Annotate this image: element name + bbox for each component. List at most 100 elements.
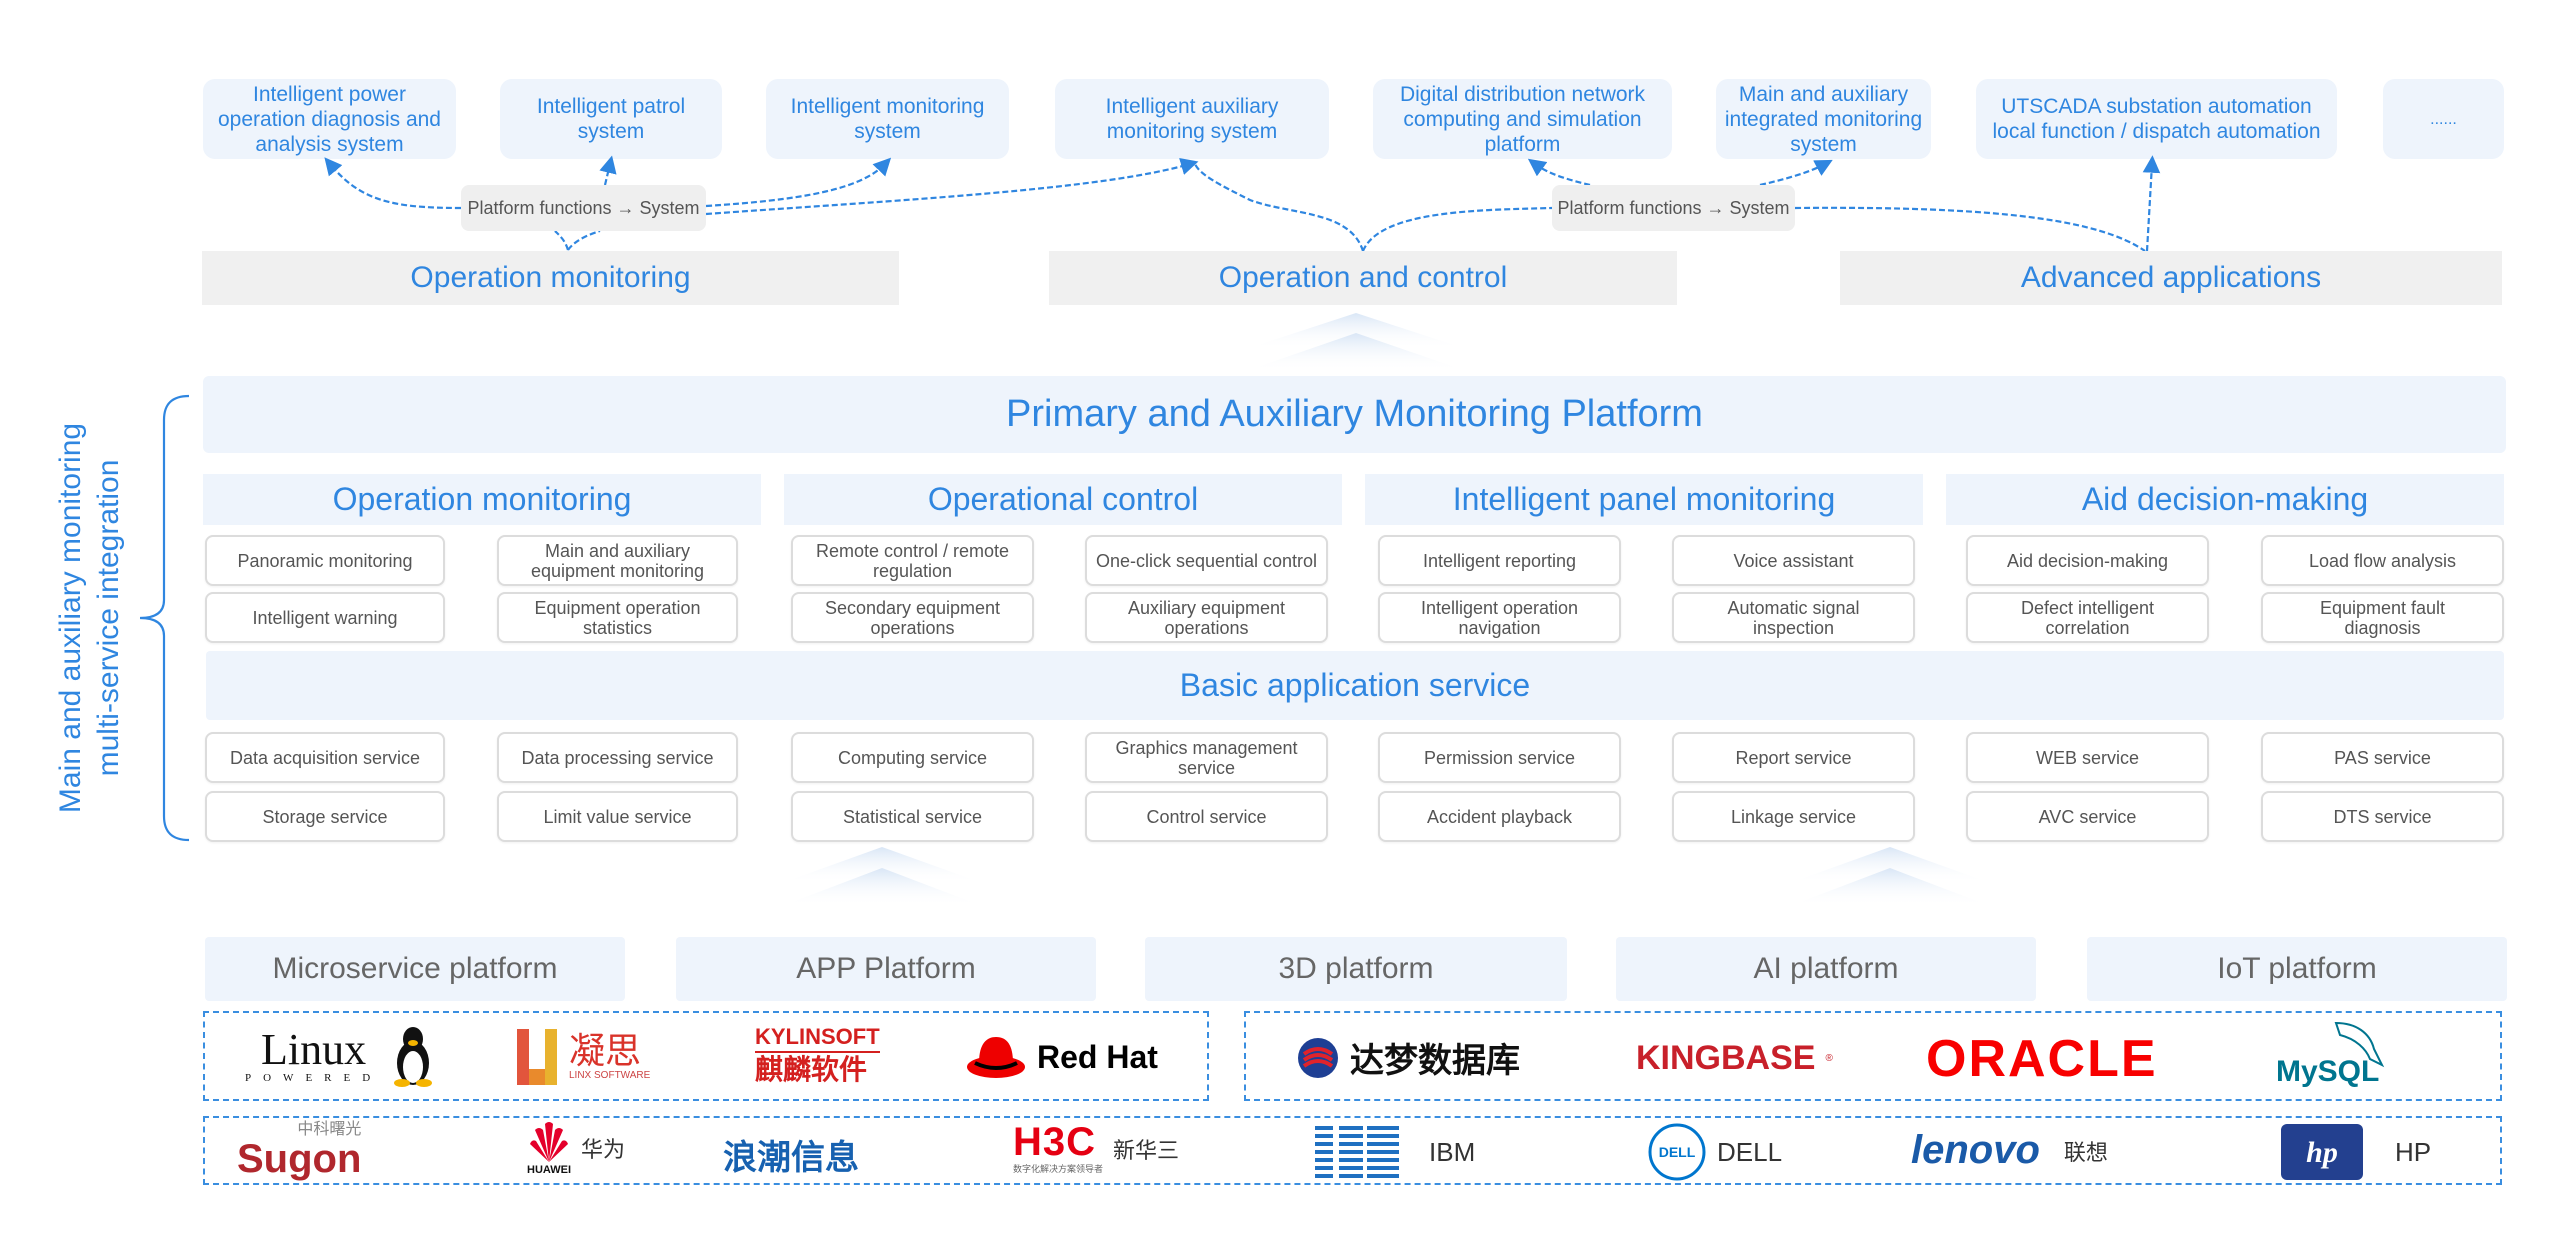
category-operation-monitoring: Operation monitoring	[202, 251, 899, 305]
function-card: Intelligent warning	[205, 592, 445, 643]
service-card: Accident playback	[1378, 791, 1621, 842]
system-label: ......	[2430, 110, 2457, 128]
arrow-to-patrol	[599, 155, 617, 186]
ibm-label: IBM	[1429, 1136, 1476, 1167]
arrow-pf2-to-advanced	[1794, 206, 2146, 252]
function-card: Defect intelligent correlation	[1966, 592, 2209, 643]
side-label-line2: multi-service integration	[92, 459, 125, 777]
service-card: Computing service	[791, 732, 1034, 783]
card-label: Intelligent warning	[252, 607, 398, 628]
hp-label: HP	[2395, 1136, 2432, 1167]
service-card: WEB service	[1966, 732, 2209, 783]
system-box-monitoring: Intelligent monitoring system	[766, 79, 1009, 159]
kylinsoft-sub: 麒麟软件	[755, 1054, 868, 1085]
system-label: UTSCADA substation automation local func…	[1992, 95, 2321, 143]
card-label: Report service	[1735, 747, 1852, 768]
card-label: Intelligent operation navigation	[1420, 597, 1579, 638]
service-card: Data processing service	[497, 732, 738, 783]
system-box-power-diagnosis: Intelligent power operation diagnosis an…	[203, 79, 456, 159]
service-card: AVC service	[1966, 791, 2209, 842]
section-header-intelligent-panel: Intelligent panel monitoring	[1365, 474, 1923, 525]
card-label: Limit value service	[543, 806, 692, 827]
arrow-to-distribution	[1527, 158, 1591, 187]
side-label: Main and auxiliary monitoring multi-serv…	[52, 423, 128, 813]
lenovo-label: 联想	[2063, 1139, 2108, 1165]
system-box-more: ......	[2383, 79, 2504, 159]
platform-functions-label-left: Platform functions → System	[461, 185, 706, 231]
h3c-wordmark: H3C	[1013, 1120, 1097, 1164]
linux-sub: POWERED	[245, 1072, 383, 1084]
linx-logo: 凝思 LINX SOFTWARE	[515, 1025, 650, 1087]
section-title: Intelligent panel monitoring	[1452, 481, 1836, 517]
dameng-emblem-icon	[1298, 1037, 1338, 1078]
card-label: Secondary equipment operations	[824, 597, 1001, 638]
card-label: AVC service	[2038, 806, 2137, 827]
hardware-logo-group: 中科曙光 Sugon HUAWEI 华为 浪潮信息 H3C 数字化解决方案领导者…	[203, 1116, 2502, 1185]
chevron-up-icon-right	[1790, 847, 1990, 906]
card-label: Permission service	[1423, 747, 1576, 768]
pf-label-text: Platform functions → System	[1557, 197, 1790, 218]
function-card: Remote control / remote regulation	[791, 535, 1034, 586]
system-box-utscada: UTSCADA substation automation local func…	[1976, 79, 2337, 159]
card-label: Data acquisition service	[229, 747, 421, 768]
card-label: Defect intelligent correlation	[2020, 597, 2155, 638]
card-label: Auxiliary equipment operations	[1127, 597, 1286, 638]
service-card: Data acquisition service	[205, 732, 445, 783]
section-header-operation-monitoring: Operation monitoring	[203, 474, 761, 525]
os-logo-group: Linux POWERED 凝思 LINX SOFTWARE KYLINSOFT…	[203, 1011, 1209, 1101]
sugon-wordmark: Sugon	[237, 1137, 362, 1181]
side-label-line1: Main and auxiliary monitoring	[54, 422, 87, 814]
card-label: Linkage service	[1730, 806, 1857, 827]
card-label: Voice assistant	[1733, 550, 1854, 571]
card-label: Panoramic monitoring	[237, 550, 413, 571]
platform-label: IoT platform	[2217, 952, 2377, 985]
tux-penguin-icon	[394, 1027, 433, 1087]
card-label: Equipment fault diagnosis	[2319, 597, 2446, 638]
card-label: Main and auxiliary equipment monitoring	[530, 540, 705, 581]
h3c-label: 新华三	[1113, 1137, 1180, 1163]
card-label: Control service	[1146, 806, 1267, 827]
system-label: Digital distribution network computing a…	[1399, 82, 1646, 156]
category-advanced-applications: Advanced applications	[1840, 251, 2502, 305]
huawei-logo: HUAWEI 华为	[527, 1120, 625, 1176]
arrow-to-monitoring	[705, 157, 892, 208]
ibm-stripes-icon	[1315, 1126, 1399, 1178]
card-label: Automatic signal inspection	[1727, 597, 1860, 638]
linx-emblem-icon	[517, 1029, 557, 1085]
section-header-aid-decision: Aid decision-making	[1946, 474, 2504, 525]
service-card: PAS service	[2261, 732, 2504, 783]
huawei-label: 华为	[581, 1137, 626, 1162]
card-label: Graphics management service	[1115, 737, 1298, 778]
huawei-wordmark: HUAWEI	[527, 1164, 571, 1176]
redhat-wordmark: Red Hat	[1037, 1038, 1158, 1075]
card-label: Remote control / remote regulation	[815, 540, 1010, 581]
platform-title-bar: Primary and Auxiliary Monitoring Platfor…	[203, 376, 2506, 453]
chevron-up-icon-left	[782, 847, 982, 906]
redhat-hat-icon	[967, 1037, 1025, 1078]
kingbase-logo: KINGBASE®	[1636, 1039, 1833, 1077]
arrow-to-power-diagnosis	[324, 157, 462, 210]
basic-service-bar: Basic application service	[206, 651, 2504, 720]
service-card: DTS service	[2261, 791, 2504, 842]
category-label: Operation and control	[1218, 261, 1508, 294]
function-card: Intelligent reporting	[1378, 535, 1621, 586]
system-label: Intelligent patrol system	[536, 95, 686, 143]
base-platform-app: APP Platform	[676, 937, 1096, 1001]
service-card: Report service	[1672, 732, 1915, 783]
function-card: Aid decision-making	[1966, 535, 2209, 586]
svg-text:hp: hp	[2306, 1136, 2338, 1169]
kingbase-wordmark: KINGBASE	[1636, 1039, 1816, 1077]
sugon-logo: 中科曙光 Sugon	[237, 1122, 362, 1181]
section-title: Aid decision-making	[2081, 481, 2369, 517]
mysql-wordmark: MySQL	[2276, 1055, 2380, 1088]
hp-logo: hp HP	[2281, 1124, 2431, 1180]
service-card: Permission service	[1378, 732, 1621, 783]
redhat-logo: Red Hat	[965, 1033, 1158, 1081]
oracle-logo: ORACLE	[1926, 1029, 2158, 1089]
card-label: Intelligent reporting	[1422, 550, 1577, 571]
arrow-to-integrated	[1759, 159, 1833, 187]
arrow-from-op-monitoring-2	[567, 229, 601, 251]
service-card: Storage service	[205, 791, 445, 842]
ibm-logo: IBM	[1315, 1126, 1475, 1178]
card-label: Equipment operation statistics	[534, 597, 701, 638]
